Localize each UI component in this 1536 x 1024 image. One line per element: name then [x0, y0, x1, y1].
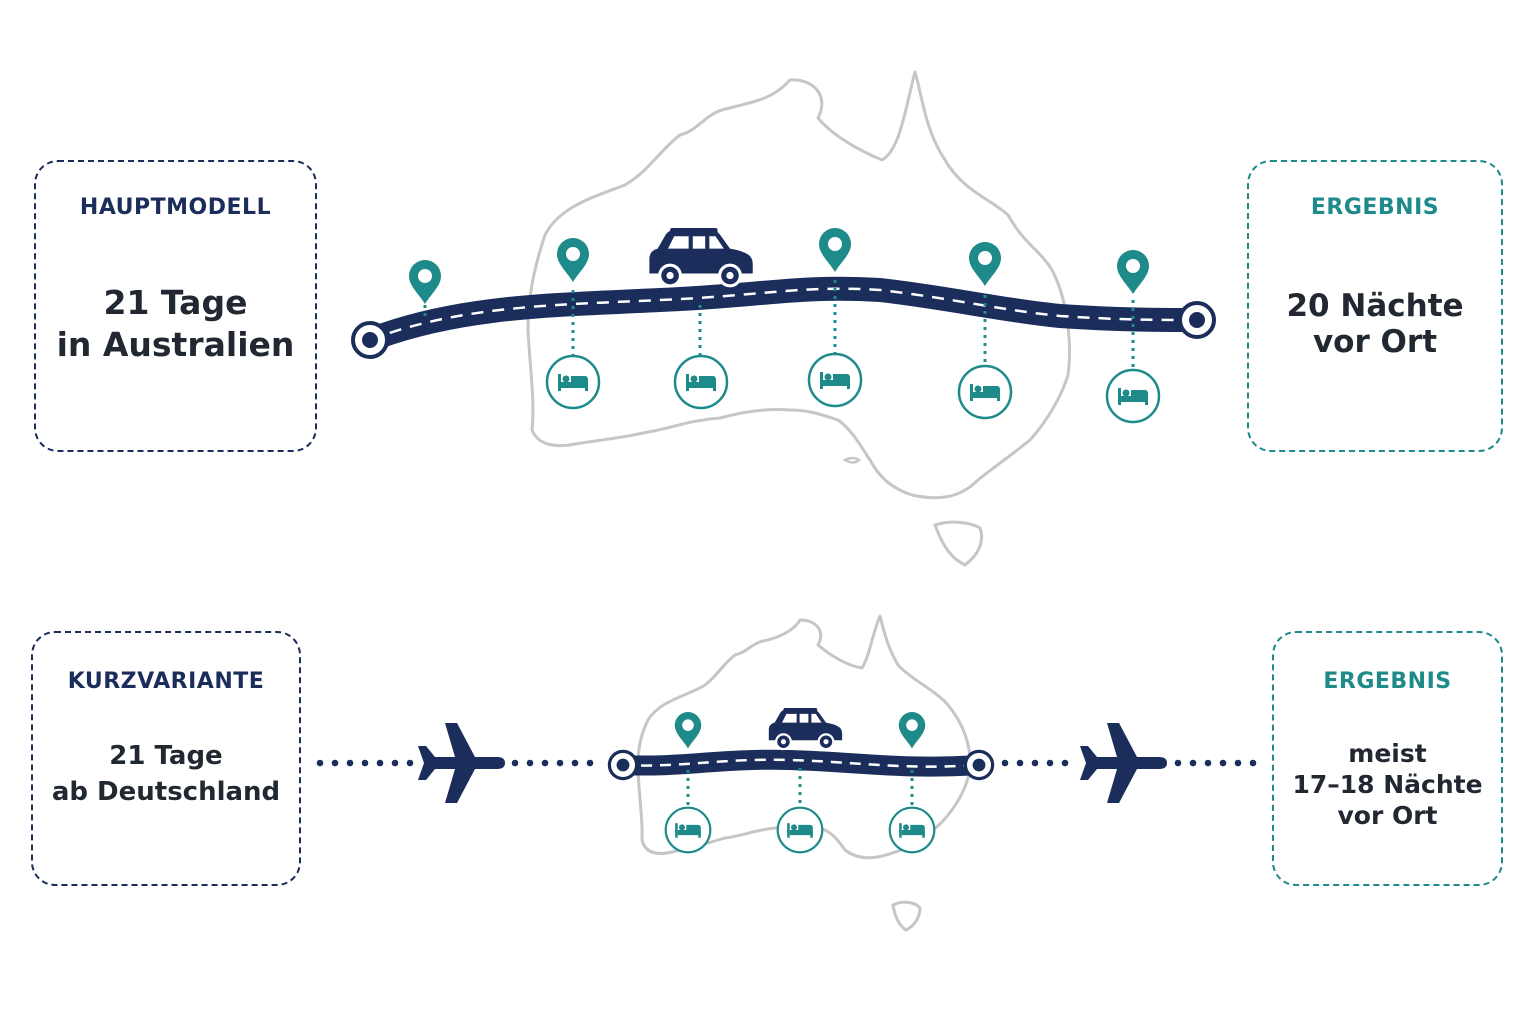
short-variant-card: KURZVARIANTE 21 Tage ab Deutschland	[31, 631, 301, 886]
flight-path-dot	[406, 759, 414, 767]
flight-path-dot	[556, 759, 564, 767]
road	[358, 276, 1208, 352]
map-pin-icon	[819, 228, 851, 272]
map-pin-icon	[898, 712, 926, 749]
map-pin-icon	[409, 260, 441, 304]
car-icon	[767, 708, 843, 751]
target-icon	[963, 749, 995, 781]
flight-path-dot	[571, 759, 579, 767]
bed-icon	[888, 806, 936, 854]
short-variant-value: 21 Tage ab Deutschland	[51, 741, 281, 807]
tasmania-outline	[891, 900, 922, 932]
short-variant-label: KURZVARIANTE	[67, 669, 265, 694]
airplane-icon	[418, 723, 505, 803]
bed-icon	[664, 806, 712, 854]
short-result-value: meist 17–18 Nächte vor Ort	[1292, 739, 1483, 830]
flight-path-dot	[1219, 759, 1227, 767]
road-center-line	[369, 287, 1197, 342]
flight-path-dot	[316, 759, 324, 767]
flight-path-dot	[1046, 759, 1054, 767]
flight-path-dot	[1234, 759, 1242, 767]
map-pin-icon	[969, 242, 1001, 286]
flight-path-dot	[526, 759, 534, 767]
main-result-label: ERGEBNIS	[1310, 195, 1440, 220]
flight-path-dot	[361, 759, 369, 767]
flight-path-dot	[376, 759, 384, 767]
flight-path-dot	[346, 759, 354, 767]
flight-path-dot	[1001, 759, 1009, 767]
night-connectors	[686, 768, 914, 805]
flight-path-dot	[391, 759, 399, 767]
flight-path-dot	[1174, 759, 1182, 767]
flight-path-dot	[1031, 759, 1039, 767]
tasmania-outline	[933, 520, 984, 567]
bed-icon	[776, 806, 824, 854]
target-icon	[1178, 301, 1216, 339]
bed-icon	[1105, 368, 1161, 424]
island-outline	[842, 456, 862, 464]
bed-icon	[545, 354, 601, 410]
bed-icon	[957, 364, 1013, 420]
short-result-label: ERGEBNIS	[1323, 669, 1452, 694]
flight-path-dot	[1061, 759, 1069, 767]
flight-path-dot	[1204, 759, 1212, 767]
target-icon	[607, 749, 639, 781]
australia-map-outline	[526, 70, 1071, 500]
main-model-label: HAUPTMODELL	[79, 195, 272, 220]
bed-icon	[807, 352, 863, 408]
main-result-card: ERGEBNIS 20 Nächte vor Ort	[1247, 160, 1503, 452]
flight-path-dot	[1189, 759, 1197, 767]
car-icon	[647, 228, 753, 288]
flight-path-dot	[586, 759, 594, 767]
flight-path-dot	[1249, 759, 1257, 767]
short-result-card: ERGEBNIS meist 17–18 Nächte vor Ort	[1272, 631, 1503, 886]
target-icon	[351, 321, 389, 359]
map-pin-icon	[1117, 250, 1149, 294]
main-model-value: 21 Tage in Australien	[56, 283, 295, 364]
map-pin-icon	[557, 238, 589, 282]
flight-path-dot	[331, 759, 339, 767]
flight-path-dot	[541, 759, 549, 767]
airplane-icon	[1080, 723, 1167, 803]
night-connectors	[423, 280, 1135, 370]
main-model-card: HAUPTMODELL 21 Tage in Australien	[34, 160, 317, 452]
bed-icon	[673, 354, 729, 410]
main-result-value: 20 Nächte vor Ort	[1286, 288, 1464, 360]
flight-path-dot	[511, 759, 519, 767]
road-center-line	[621, 758, 979, 768]
flight-path-dot	[1016, 759, 1024, 767]
flight-path-dots	[316, 759, 1257, 767]
map-pin-icon	[674, 712, 702, 749]
